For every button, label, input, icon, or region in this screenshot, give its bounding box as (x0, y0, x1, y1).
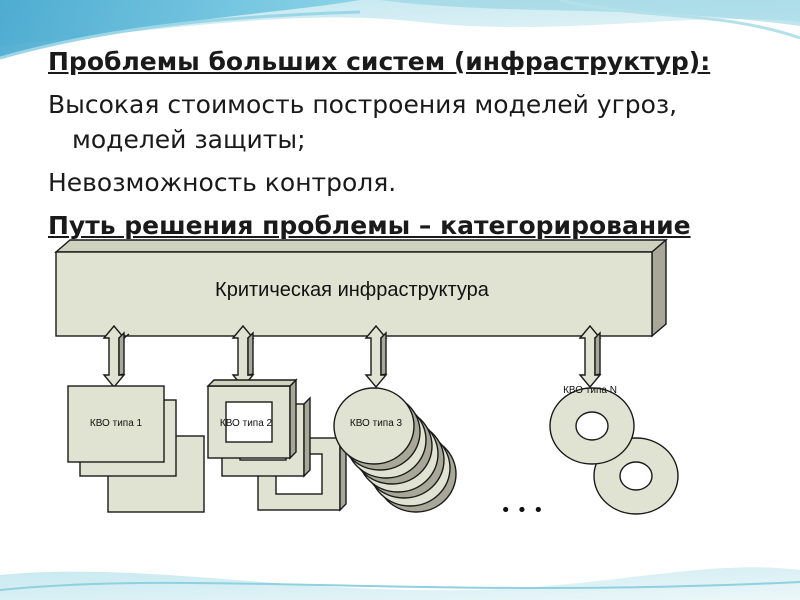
slide-text: Проблемы больших систем (инфраструктур):… (48, 44, 768, 251)
text-paragraph-cost: Высокая стоимость построения моделей угр… (48, 90, 678, 154)
unit-type-1-label: КВО типа 1 (90, 418, 143, 429)
text-paragraph-control: Невозможность контроля. (48, 168, 397, 197)
unit-type-2-label: КВО типа 2 (220, 418, 273, 429)
connector-arrow-n (578, 324, 602, 389)
unit-type-3-shape (333, 387, 457, 513)
unit-type-n-label: КВО типа N (563, 385, 617, 396)
connector-arrow-3 (364, 324, 388, 389)
infrastructure-bar-label: Критическая инфраструктура (215, 279, 490, 301)
infrastructure-bar (54, 238, 668, 338)
unit-type-2-shape (206, 378, 347, 512)
connector-arrow-2 (231, 324, 255, 389)
ellipsis-dots: • • • (500, 500, 543, 521)
unit-type-1-shape (67, 385, 205, 513)
text-paragraph-solution: Путь решения проблемы – категорирование (48, 211, 691, 240)
slide-heading: Проблемы больших систем (инфраструктур): (48, 47, 711, 76)
unit-type-3-label: КВО типа 3 (350, 418, 403, 429)
unit-type-n-shape (549, 387, 679, 515)
connector-arrow-1 (102, 324, 130, 389)
